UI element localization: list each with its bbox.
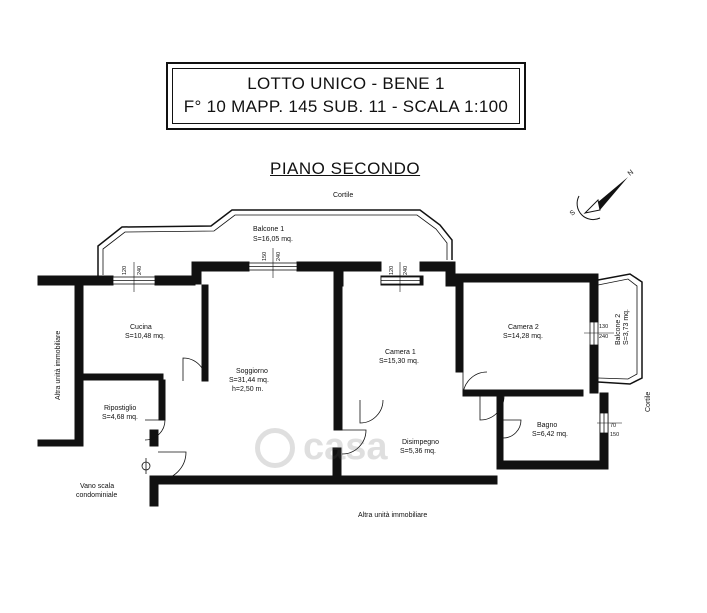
dim-w5-bottom: 150 (610, 432, 619, 438)
compass-north-label: N (627, 169, 635, 178)
balcone1-area: S=16,05 mq. (253, 236, 293, 243)
disimpegno-name: Disimpegno (402, 439, 439, 446)
window-dimensions: 120 240 150 240 120 240 130 240 70 150 (122, 248, 622, 438)
watermark-circle-icon (255, 428, 295, 468)
balcone2-area: S=3,73 mq. (623, 309, 630, 345)
ripostiglio-area: S=4,68 mq. (102, 414, 138, 421)
cortile-right-label: Cortile (645, 392, 652, 412)
soggiorno-name: Soggiorno (236, 368, 268, 375)
camera2-area: S=14,28 mq. (503, 333, 543, 340)
compass-south-label: S (569, 209, 577, 218)
compass-arrow-icon: N S (569, 169, 635, 221)
watermark-text: casa (303, 426, 388, 468)
balcony-1-outline (97, 209, 453, 276)
camera1-name: Camera 1 (385, 349, 416, 356)
altra-unita-bottom-label: Altra unità immobiliare (358, 512, 427, 519)
dim-w2-bottom: 240 (276, 252, 282, 261)
dim-w1-top: 120 (122, 266, 128, 275)
cucina-area: S=10,48 mq. (125, 333, 165, 340)
camera1-area: S=15,30 mq. (379, 358, 419, 365)
dim-w1-bottom: 240 (137, 266, 143, 275)
floor-label: PIANO SECONDO (270, 159, 421, 178)
balcony-1-inner (102, 214, 448, 275)
bagno-area: S=6,42 mq. (532, 431, 568, 438)
dim-w4-top: 130 (599, 324, 608, 330)
cucina-name: Cucina (130, 324, 152, 331)
soggiorno-height: h=2,50 m. (232, 386, 263, 393)
vano-scala-label-1: Vano scala (80, 483, 114, 490)
door-swings (141, 357, 522, 481)
vano-scala-label-2: condominiale (76, 492, 117, 499)
balcone2-name: Balcone 2 (615, 314, 622, 345)
bagno-name: Bagno (537, 422, 557, 429)
altra-unita-left-label: Altra unità immobiliare (55, 331, 62, 400)
title-line-1: LOTTO UNICO - BENE 1 (247, 74, 445, 93)
dim-w3-top: 120 (389, 266, 395, 275)
balcony-2-outline (597, 273, 643, 385)
cortile-top-label: Cortile (333, 192, 353, 199)
dim-w2-top: 150 (262, 252, 268, 261)
title-line-2: F° 10 MAPP. 145 SUB. 11 - SCALA 1:100 (183, 97, 509, 116)
title-block: LOTTO UNICO - BENE 1 F° 10 MAPP. 145 SUB… (166, 62, 526, 130)
disimpegno-area: S=5,36 mq. (400, 448, 436, 455)
camera2-name: Camera 2 (508, 324, 539, 331)
watermark-logo: casa (255, 420, 455, 480)
title-inner-frame (172, 68, 520, 124)
soggiorno-area: S=31,44 mq. (229, 377, 269, 384)
balcone1-name: Balcone 1 (253, 226, 284, 233)
windows (112, 262, 609, 434)
dim-w4-bottom: 240 (599, 334, 608, 340)
dim-w5-top: 70 (610, 423, 616, 429)
ripostiglio-name: Ripostiglio (104, 405, 136, 412)
dim-w3-bottom: 240 (403, 266, 409, 275)
